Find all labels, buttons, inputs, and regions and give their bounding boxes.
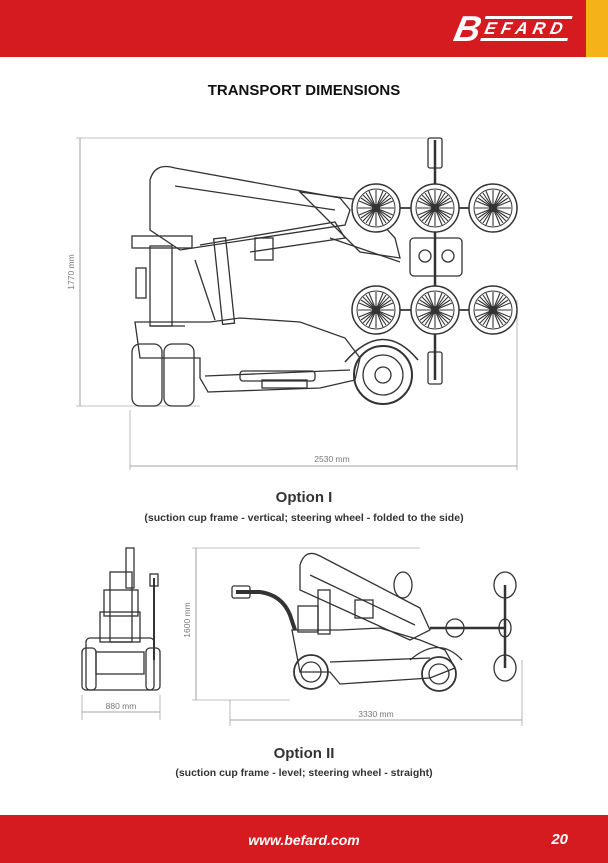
option2-side-view-drawing [192,547,523,726]
option1-machine-drawing [76,137,518,470]
option1-title: Option I [275,489,333,506]
option2-front-view-drawing [81,547,161,720]
footer-url[interactable]: www.befard.com [248,832,360,848]
page-title: TRANSPORT DIMENSIONS [207,82,401,99]
option1-length-label: 2530 mm [314,454,349,464]
option2-width-label: 880 mm [106,701,137,711]
option1-height-label: 1770 mm [66,254,76,289]
option2-length-label: 3330 mm [358,709,393,719]
page-number: 20 [551,831,568,848]
header-accent-bar [586,0,608,57]
option2-title: Option II [273,745,335,762]
page-footer: www.befard.com 20 [0,815,608,863]
page-header: BEFARD [0,0,608,57]
option1-subtitle: (suction cup frame - vertical; steering … [144,512,464,524]
option2-height-label: 1600 mm [182,602,192,637]
option2-subtitle: (suction cup frame - level; steering whe… [175,767,433,779]
